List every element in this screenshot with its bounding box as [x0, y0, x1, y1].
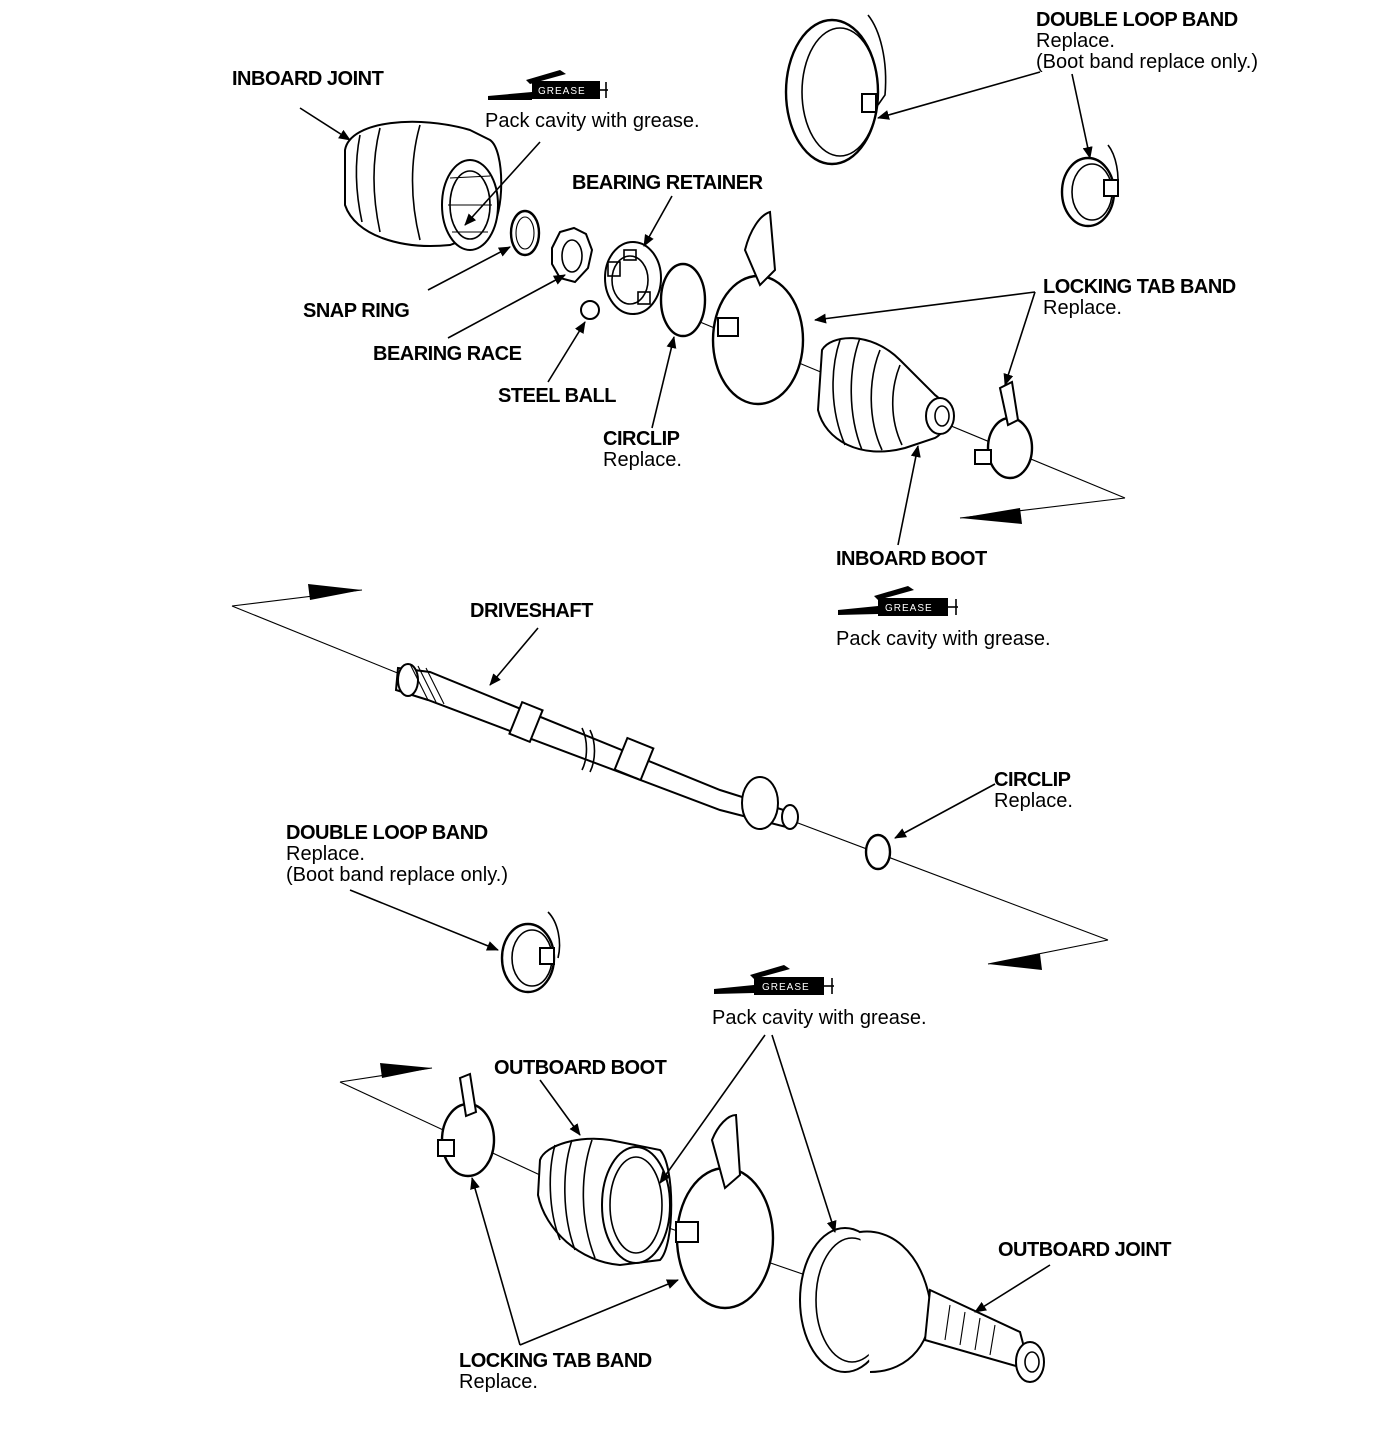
inboard-joint-part	[344, 120, 503, 251]
label-bearing-retainer: BEARING RETAINER	[572, 173, 763, 194]
label-snap-ring: SNAP RING	[303, 300, 410, 322]
label-outboard-boot: OUTBOARD BOOT	[494, 1057, 667, 1079]
label-title: LOCKING TAB BAND	[459, 1350, 652, 1372]
label-inboard-joint: INBOARD JOINT	[232, 68, 384, 90]
grease-badge-text: GREASE	[538, 86, 586, 97]
grease-symbol-mid: GREASE	[838, 586, 958, 616]
label-circlip-mid: CIRCLIP Replace.	[994, 770, 1073, 812]
label-line1: Replace.	[286, 843, 365, 865]
label-title: CIRCLIP	[603, 428, 680, 450]
grease-badge-text: GREASE	[762, 982, 810, 993]
locking-tab-band-top-small-part	[974, 380, 1034, 480]
label-title: DOUBLE LOOP BAND	[286, 822, 488, 844]
label-circlip-top: CIRCLIP Replace.	[603, 429, 682, 471]
label-line1: Replace.	[1036, 30, 1115, 52]
label-title: INBOARD BOOT	[836, 548, 987, 570]
grease-instruction: Pack cavity with grease.	[836, 628, 1051, 650]
bearing-retainer-part	[604, 241, 662, 315]
label-title: LOCKING TAB BAND	[1043, 276, 1236, 298]
inboard-boot-part	[816, 337, 955, 453]
grease-symbol-bottom: GREASE	[714, 965, 834, 995]
label-line1: Replace.	[994, 790, 1073, 812]
label-title: OUTBOARD JOINT	[998, 1239, 1172, 1261]
label-line1: Replace.	[459, 1371, 538, 1393]
snap-ring-part	[509, 209, 541, 257]
double-loop-band-bottom-part	[500, 911, 561, 994]
label-title: STEEL BALL	[498, 385, 616, 407]
label-double-loop-band-bottom: DOUBLE LOOP BAND Replace. (Boot band rep…	[286, 823, 508, 886]
driveshaft-part	[394, 663, 799, 830]
label-title: DRIVESHAFT	[470, 600, 593, 622]
label-locking-tab-band-bottom: LOCKING TAB BAND Replace.	[459, 1351, 652, 1393]
circlip-top-part	[659, 262, 707, 338]
double-loop-band-top-large-part	[784, 14, 887, 166]
label-title: CIRCLIP	[994, 769, 1071, 791]
double-loop-band-top-small-part	[1060, 144, 1119, 228]
label-outboard-joint: OUTBOARD JOINT	[998, 1239, 1172, 1261]
bearing-race-part	[551, 226, 594, 284]
outboard-boot-part	[536, 1137, 673, 1267]
label-title: INBOARD JOINT	[232, 68, 384, 90]
label-inboard-boot: INBOARD BOOT	[836, 549, 987, 570]
grease-instruction: Pack cavity with grease.	[485, 110, 700, 132]
label-line2: (Boot band replace only.)	[286, 864, 508, 886]
label-steel-ball: STEEL BALL	[498, 386, 616, 407]
grease-instruction: Pack cavity with grease.	[712, 1007, 927, 1029]
grease-note-mid: Pack cavity with grease.	[836, 629, 1051, 650]
locking-tab-band-bottom-small-part	[437, 1072, 496, 1178]
label-title: OUTBOARD BOOT	[494, 1057, 667, 1079]
label-line1: Replace.	[603, 449, 682, 471]
grease-note-top: Pack cavity with grease.	[485, 111, 700, 132]
label-driveshaft: DRIVESHAFT	[470, 601, 593, 622]
label-line1: Replace.	[1043, 297, 1122, 319]
label-title: DOUBLE LOOP BAND	[1036, 9, 1238, 31]
label-title: SNAP RING	[303, 300, 410, 322]
label-title: BEARING RACE	[373, 343, 522, 365]
circlip-mid-part	[864, 833, 892, 871]
label-bearing-race: BEARING RACE	[373, 343, 522, 365]
grease-badge-text: GREASE	[885, 603, 933, 614]
label-locking-tab-band-top: LOCKING TAB BAND Replace.	[1043, 277, 1236, 319]
label-line2: (Boot band replace only.)	[1036, 51, 1258, 73]
leader-lines	[299, 71, 1093, 1346]
grease-symbol-top: GREASE	[488, 70, 608, 100]
outboard-joint-part	[799, 1227, 1045, 1383]
label-double-loop-band-top: DOUBLE LOOP BAND Replace. (Boot band rep…	[1036, 10, 1258, 73]
locking-tab-band-top-part	[711, 210, 805, 406]
label-title: BEARING RETAINER	[572, 172, 763, 194]
locking-tab-band-bottom-large-part	[675, 1113, 775, 1310]
grease-note-bottom: Pack cavity with grease.	[712, 1008, 927, 1029]
steel-ball-part	[580, 300, 600, 320]
